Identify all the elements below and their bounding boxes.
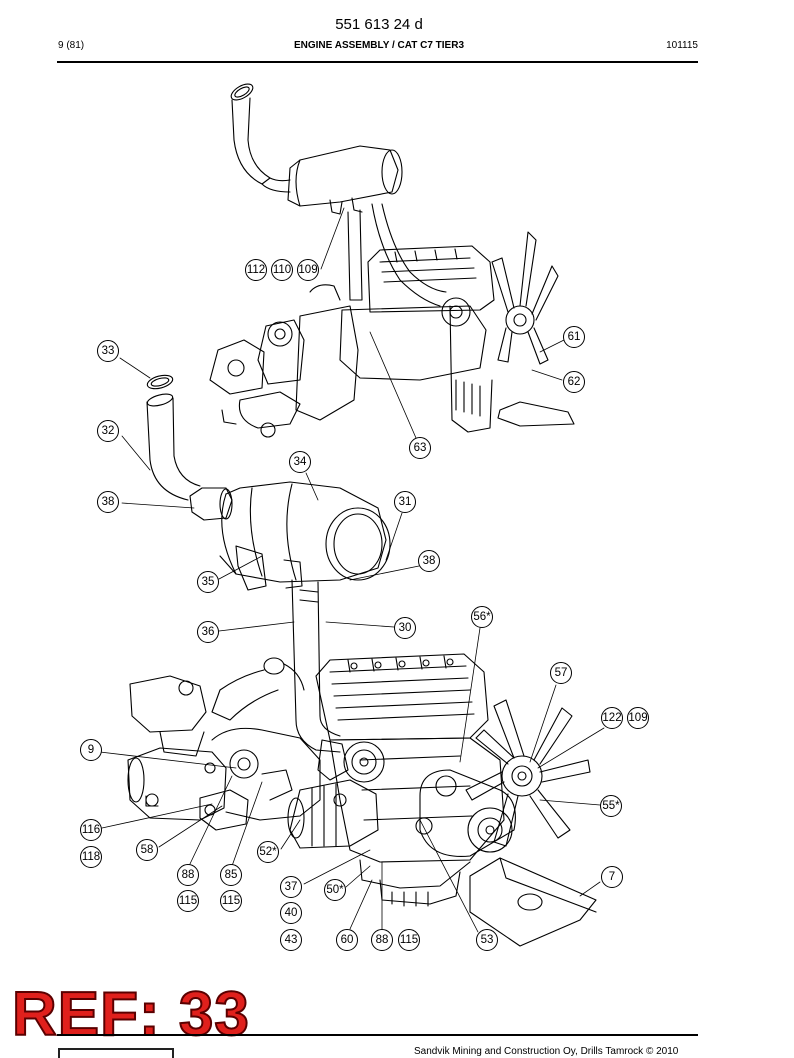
- callout-60[interactable]: 60: [336, 929, 358, 951]
- callout-116[interactable]: 116: [80, 819, 102, 841]
- callout-31[interactable]: 31: [394, 491, 416, 513]
- upper-fan-group: [491, 231, 575, 427]
- callout-57[interactable]: 57: [550, 662, 572, 684]
- callout-58[interactable]: 58: [136, 839, 158, 861]
- upper-engine-block: [295, 245, 495, 433]
- callout-61[interactable]: 61: [563, 326, 585, 348]
- doc-number: 551 613 24 d: [335, 16, 423, 33]
- callout-109[interactable]: 109: [297, 259, 319, 281]
- ref-stamp: REF: 33: [11, 980, 250, 1049]
- upper-accessory-group: [209, 319, 305, 438]
- callout-62[interactable]: 62: [563, 371, 585, 393]
- callout-38-b[interactable]: 38: [418, 550, 440, 572]
- exhaust-stack-pipe: [146, 393, 201, 501]
- callout-118[interactable]: 118: [80, 846, 102, 868]
- callout-33[interactable]: 33: [97, 340, 119, 362]
- engine-mount-bracket: [469, 857, 597, 947]
- page-number: 9 (81): [58, 40, 85, 51]
- callout-32[interactable]: 32: [97, 420, 119, 442]
- exhaust-rain-cap: [146, 374, 174, 390]
- footer-rule: [57, 1034, 698, 1036]
- callout-88-b[interactable]: 88: [371, 929, 393, 951]
- callout-115-c[interactable]: 115: [398, 929, 420, 951]
- callout-115-b[interactable]: 115: [220, 890, 242, 912]
- footer-copyright: Sandvik Mining and Construction Oy, Dril…: [414, 1046, 679, 1057]
- callout-53[interactable]: 53: [476, 929, 498, 951]
- turbocharger: [317, 739, 385, 783]
- compressor-housing: [129, 675, 207, 757]
- callout-38-a[interactable]: 38: [97, 491, 119, 513]
- callout-7[interactable]: 7: [601, 866, 623, 888]
- leader-lines: [99, 207, 605, 933]
- callout-112[interactable]: 112: [245, 259, 267, 281]
- callout-40[interactable]: 40: [280, 902, 302, 924]
- callout-50-star[interactable]: 50*: [324, 879, 346, 901]
- page-title: ENGINE ASSEMBLY / CAT C7 TIER3: [293, 40, 465, 51]
- footer-logo: [58, 1048, 174, 1058]
- callout-34[interactable]: 34: [289, 451, 311, 473]
- exhaust-pipe-down: [291, 579, 341, 753]
- callout-109-b[interactable]: 109: [627, 707, 649, 729]
- muffler-bracket: [235, 545, 303, 591]
- callout-43[interactable]: 43: [280, 929, 302, 951]
- callout-56-star[interactable]: 56*: [471, 606, 493, 628]
- callout-63[interactable]: 63: [409, 437, 431, 459]
- callout-36[interactable]: 36: [197, 621, 219, 643]
- pump-drive-housing: [199, 727, 321, 831]
- callout-88-a[interactable]: 88: [177, 864, 199, 886]
- callout-55-star[interactable]: 55*: [600, 795, 622, 817]
- callout-9[interactable]: 9: [80, 739, 102, 761]
- callout-30[interactable]: 30: [394, 617, 416, 639]
- callout-35[interactable]: 35: [197, 571, 219, 593]
- callout-52-star[interactable]: 52*: [257, 841, 279, 863]
- cooling-fan: [465, 699, 591, 847]
- hydraulic-pump: [127, 747, 227, 821]
- doc-date: 101115: [666, 40, 698, 51]
- lower-engine-block: [329, 737, 505, 907]
- header-rule: [57, 61, 698, 63]
- callout-115-a[interactable]: 115: [177, 890, 199, 912]
- air-intake-pipe: [211, 657, 305, 721]
- upper-pipe-group: [347, 203, 447, 307]
- callout-85[interactable]: 85: [220, 864, 242, 886]
- upper-exhaust-group: [230, 83, 403, 215]
- callout-37[interactable]: 37: [280, 876, 302, 898]
- callout-122[interactable]: 122: [601, 707, 623, 729]
- callout-110[interactable]: 110: [271, 259, 293, 281]
